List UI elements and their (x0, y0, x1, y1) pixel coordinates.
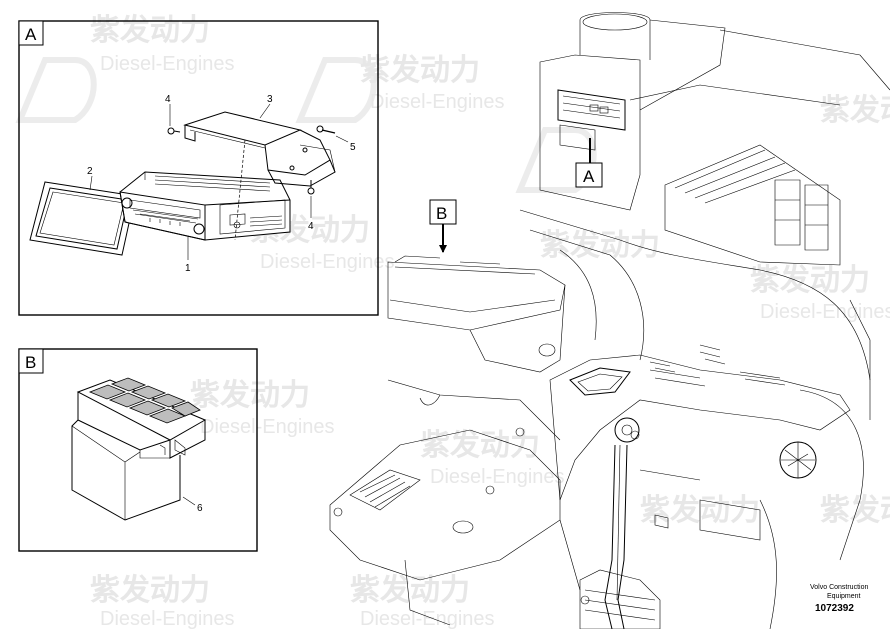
screw-4-bottom (307, 180, 315, 195)
watermark-logo-icon (15, 57, 97, 123)
callout-4-top: 4 (165, 94, 171, 105)
watermark-cn-8: 紫发动力 (420, 428, 540, 463)
leader-5 (335, 135, 349, 143)
marker-a-label: A (583, 167, 595, 186)
alignment-line (234, 139, 246, 241)
screw-5 (316, 125, 336, 134)
radio-console-panel (539, 54, 641, 211)
callout-5: 5 (350, 142, 356, 153)
watermark-cn-7: 紫发动力 (190, 378, 310, 413)
radio-bezel (29, 181, 136, 256)
watermark-en-4: Diesel-Engines (260, 251, 395, 273)
detail-b-label-box (18, 348, 44, 374)
detail-b: B 6 (18, 348, 258, 552)
callout-6: 6 (197, 503, 203, 514)
floor-vent (349, 469, 421, 511)
watermark-layer: 紫发动力 Diesel-Engines 紫发动力 Diesel-Engines … (15, 13, 890, 629)
air-vent-opening (582, 13, 648, 31)
leader-3 (259, 103, 271, 119)
marker-a-box (575, 162, 603, 188)
watermark-cn-6: 紫发动力 (750, 263, 870, 298)
mounting-bracket (183, 111, 336, 187)
cab-interior-view: A B (329, 12, 890, 629)
air-vent-duct (579, 12, 651, 60)
left-console (387, 255, 566, 373)
watermark-cn-10: 紫发动力 (90, 573, 210, 608)
watermark-en-6: Diesel-Engines (760, 301, 890, 323)
detail-a-frame (18, 20, 379, 316)
watermark-en-8: Diesel-Engines (430, 466, 565, 488)
watermark-en-1: Diesel-Engines (100, 53, 235, 75)
screw-4-top (167, 127, 181, 135)
detail-a-label-box (18, 20, 44, 46)
footer-credit: Volvo Construction Equipment 1072392 (810, 584, 868, 614)
switch-module (71, 377, 207, 521)
radio-in-console (557, 89, 626, 151)
callout-4-bottom: 4 (308, 221, 314, 232)
marker-b-label: B (436, 204, 447, 223)
watermark-en-10: Diesel-Engines (100, 608, 235, 629)
watermark-cn-3: 紫发动力 (820, 93, 890, 128)
leader-2 (89, 175, 93, 191)
detail-a-label: A (25, 25, 37, 44)
detail-a: A (18, 20, 379, 316)
watermark-cn-12: 紫发动力 (820, 493, 890, 528)
armrest-console (549, 344, 851, 629)
radio-unit (119, 171, 291, 241)
watermark-en-7: Diesel-Engines (200, 416, 335, 438)
watermark-cn-1: 紫发动力 (90, 13, 210, 48)
leader-6 (182, 496, 196, 506)
watermark-logo-icon (295, 57, 377, 123)
watermark-cn-5: 紫发动力 (540, 228, 660, 263)
callout-2: 2 (87, 166, 93, 177)
rear-grating (664, 144, 841, 266)
credit-line-2: Equipment (827, 593, 861, 600)
watermark-cn-11: 紫发动力 (350, 573, 470, 608)
watermark-cn-2: 紫发动力 (360, 53, 480, 88)
callout-3: 3 (267, 94, 273, 105)
callout-1: 1 (185, 263, 191, 274)
document-number: 1072392 (815, 603, 854, 614)
watermark-en-2: Diesel-Engines (370, 91, 505, 113)
detail-b-frame (18, 348, 258, 552)
marker-b-arrow-icon (439, 245, 447, 253)
detail-b-label: B (25, 353, 36, 372)
watermark-en-11: Diesel-Engines (360, 608, 495, 629)
credit-line-1: Volvo Construction (810, 584, 868, 591)
